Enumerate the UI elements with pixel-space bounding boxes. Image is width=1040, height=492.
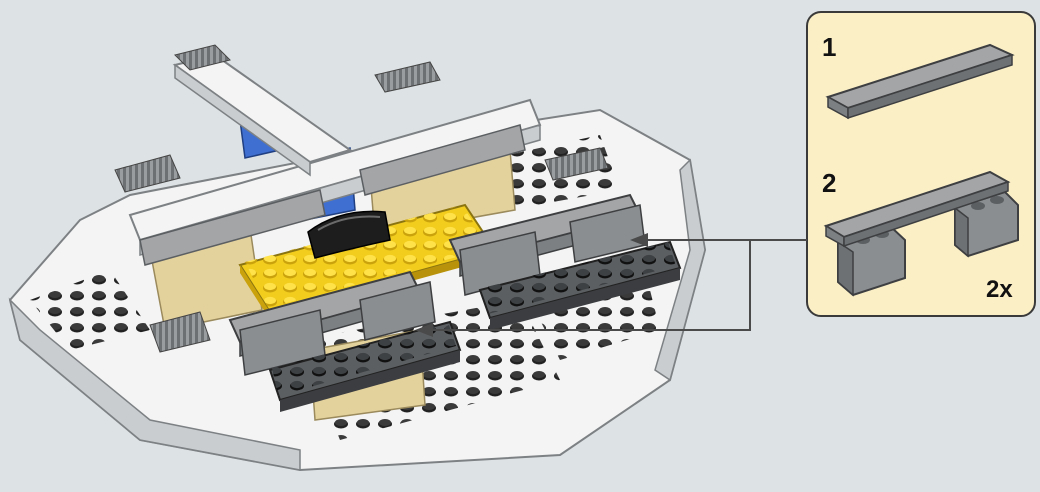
new-subassembly-front [228, 270, 462, 412]
gray-slope-left [139, 189, 326, 266]
white-base-side-shade [8, 297, 301, 471]
arrow-line-main [425, 239, 807, 331]
placement-arrows [425, 239, 807, 331]
arrow-head-front-assembly [415, 323, 433, 337]
callout-box: 1 2 2x [806, 11, 1036, 317]
grille-back-left [174, 44, 231, 71]
yellow-plate-studs [245, 205, 490, 308]
grille-front-left [149, 311, 211, 353]
grille-left [114, 154, 181, 193]
new-subassembly-right [448, 193, 682, 330]
white-stud-field-left [30, 270, 150, 350]
black-curved-tile-highlight [317, 215, 381, 231]
arrow-head-right-assembly [630, 233, 648, 247]
step-2-number: 2 [822, 168, 836, 198]
step-1-tile-part [825, 43, 1015, 120]
white-base-right-shade [654, 158, 706, 382]
yellow-plate-edge [240, 265, 270, 320]
step-2-assembly-part [823, 170, 1019, 297]
step-2-quantity: 2x [986, 276, 1013, 303]
assembly-model [8, 44, 707, 472]
grille-back-right [374, 61, 441, 93]
grille-right [544, 147, 609, 181]
black-curved-tile [307, 210, 391, 259]
step-1-number: 1 [822, 32, 836, 62]
white-beam-cross-side [174, 63, 311, 177]
gray-slope-right [359, 124, 526, 196]
